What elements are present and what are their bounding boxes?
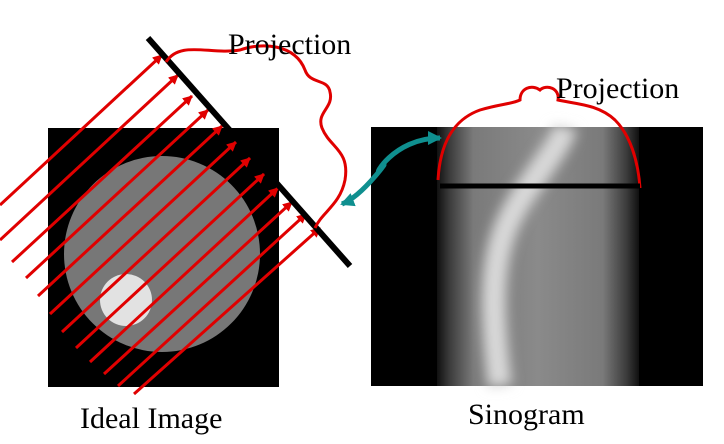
- ray-arrow-6: [48, 140, 238, 316]
- ray-arrow-3: [10, 94, 194, 264]
- ray-arrow-9: [88, 186, 280, 364]
- ray-arrow-12: [133, 226, 321, 396]
- ray-arrow-2: [0, 73, 180, 242]
- ideal-image-caption: Ideal Image: [80, 402, 223, 435]
- connector-double-arrow: [340, 131, 442, 207]
- ray-arrow-10: [102, 200, 294, 376]
- projection-label-left: Projection: [228, 28, 352, 61]
- parallel-rays: [0, 53, 321, 396]
- sinogram-caption: Sinogram: [468, 398, 585, 431]
- ray-arrow-8: [74, 172, 266, 350]
- projection-curve-right: [436, 85, 642, 189]
- ray-arrow-1: [0, 53, 164, 207]
- ray-arrow-5: [36, 124, 224, 298]
- projection-label-right: Projection: [556, 72, 680, 105]
- ideal-image: [48, 128, 279, 387]
- sinogram-image: [371, 123, 703, 388]
- sinogram-sine-trace: [481, 123, 577, 388]
- ray-arrow-11: [116, 212, 308, 388]
- ray-arrow-4: [24, 108, 210, 280]
- ray-arrow-7: [60, 156, 252, 334]
